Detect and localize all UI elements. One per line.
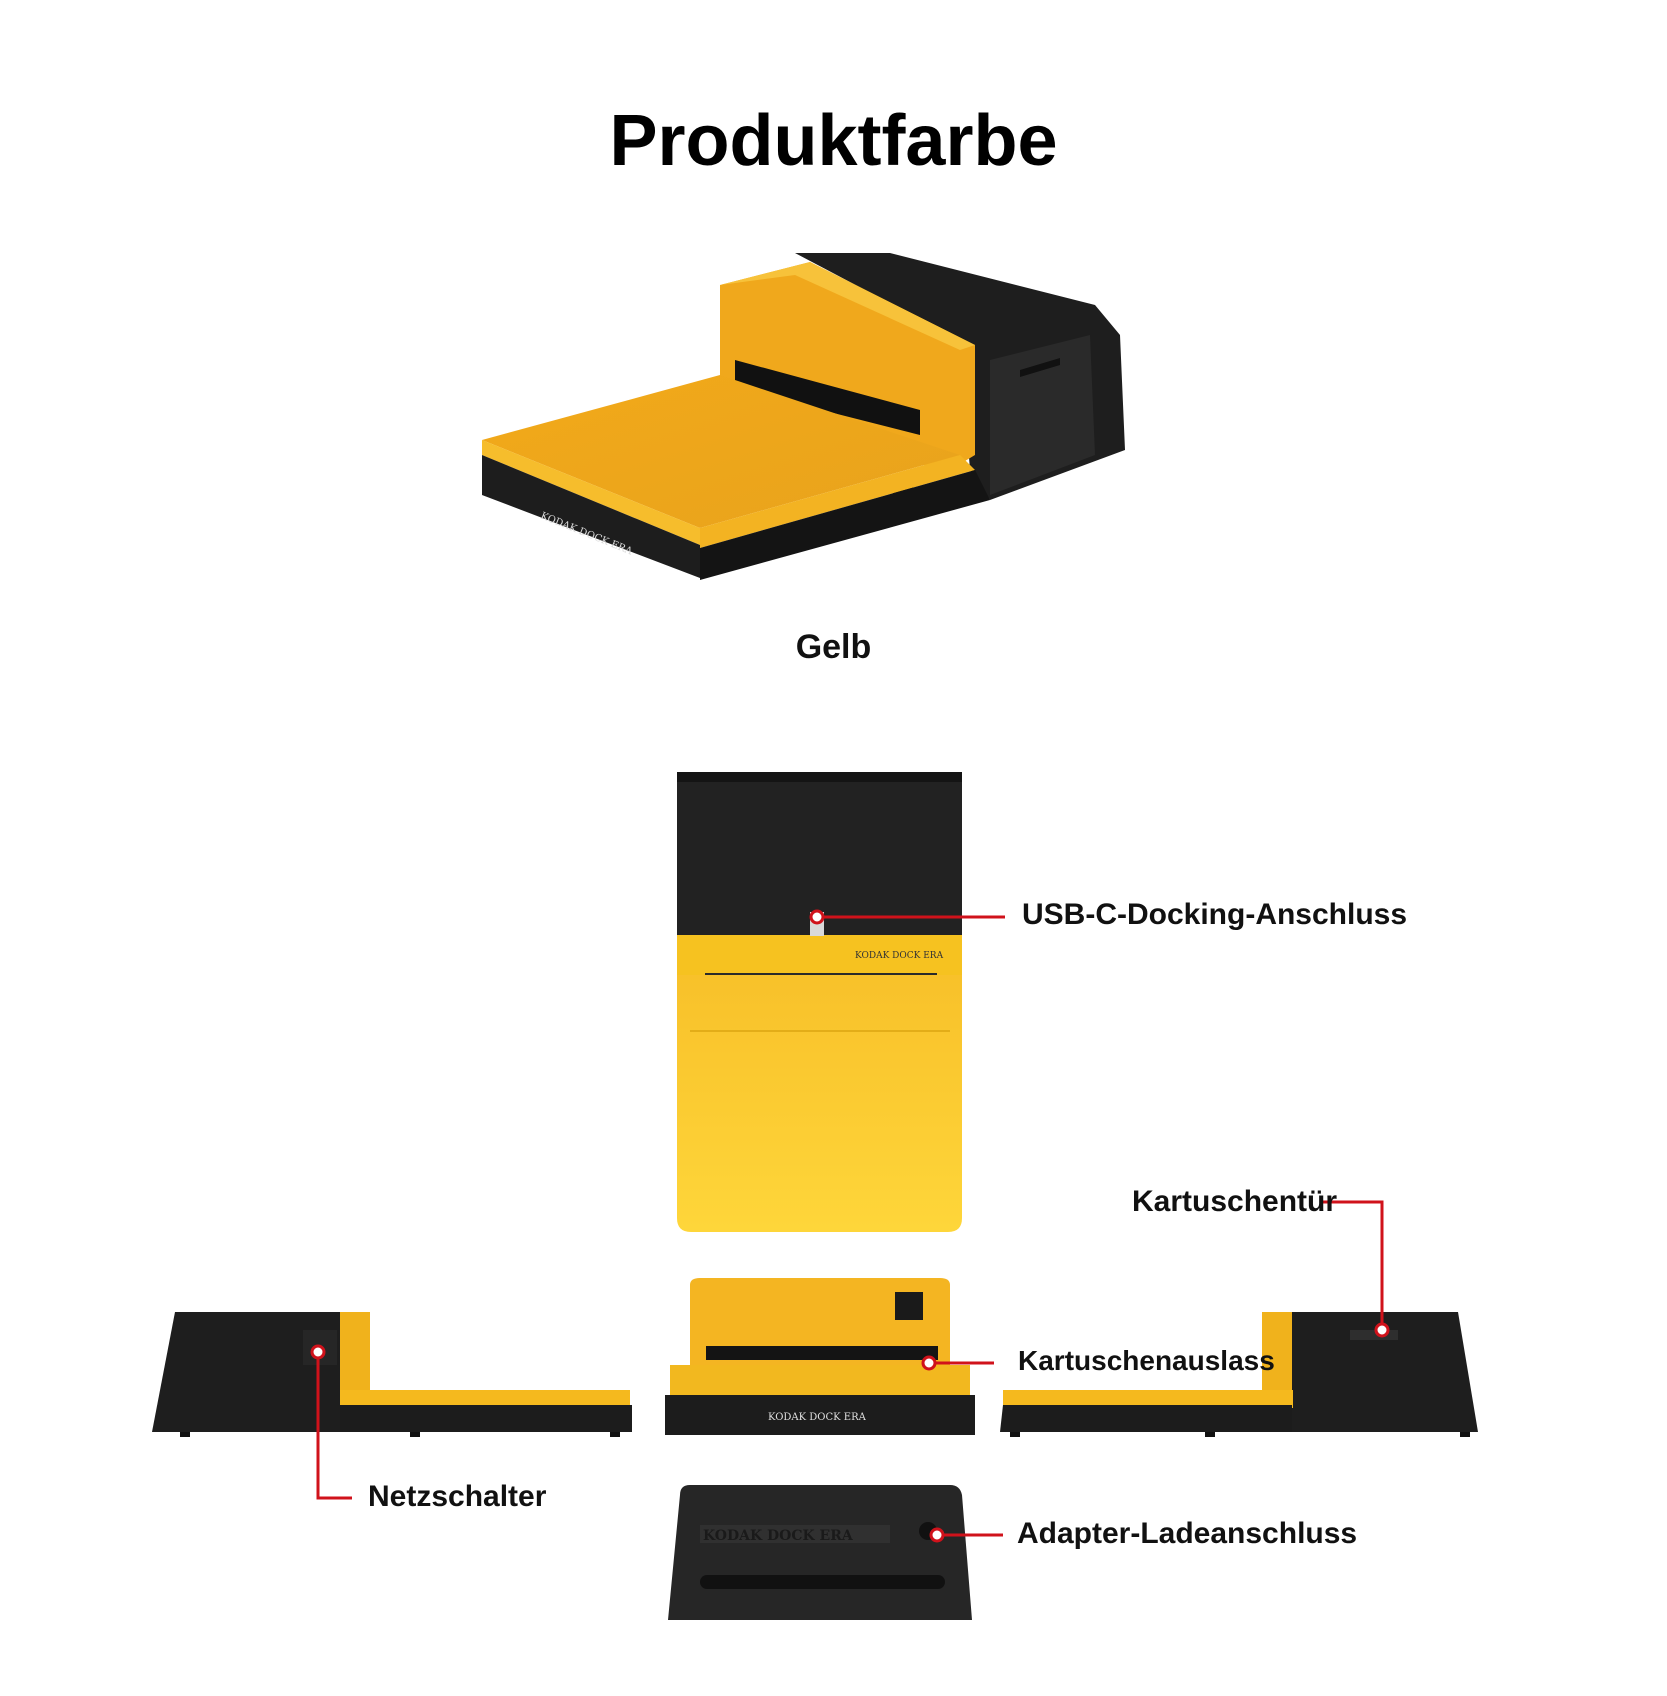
page-title: Produktfarbe <box>609 101 1058 181</box>
cartridge-door-marker <box>1374 1322 1390 1338</box>
callout-power-switch: Netzschalter <box>368 1480 547 1513</box>
front-branding: KODAK DOCK ERA <box>768 1412 867 1423</box>
device-back-image: KODAK DOCK ERA <box>668 1485 972 1620</box>
callout-cartridge-door: Kartuschentür <box>1132 1185 1338 1218</box>
callout-lines <box>310 909 1390 1543</box>
device-tray <box>482 375 960 528</box>
adapter-port-marker <box>929 1527 945 1543</box>
color-caption: Gelb <box>795 628 872 666</box>
usb-c-marker <box>809 909 825 925</box>
device-perspective-image: KODAK DOCK ERA <box>482 253 1125 580</box>
top-view-branding: KODAK DOCK ERA <box>855 951 944 961</box>
callout-cartridge-outlet: Kartuschenauslass <box>1018 1345 1275 1376</box>
callout-usb-c: USB-C-Docking-Anschluss <box>1022 898 1408 931</box>
device-base <box>482 455 700 578</box>
back-branding: KODAK DOCK ERA <box>703 1528 854 1544</box>
callout-adapter-port: Adapter-Ladeanschluss <box>1017 1517 1358 1550</box>
device-top-yellow <box>677 975 962 1232</box>
power-switch-marker <box>310 1344 326 1360</box>
device-front-image: KODAK DOCK ERA <box>665 1278 975 1435</box>
device-left-side-image <box>152 1312 632 1437</box>
cartridge-outlet-marker <box>921 1355 937 1371</box>
device-top-view-image: KODAK DOCK ERA <box>677 772 962 1232</box>
device-right-side-image <box>1000 1312 1478 1437</box>
